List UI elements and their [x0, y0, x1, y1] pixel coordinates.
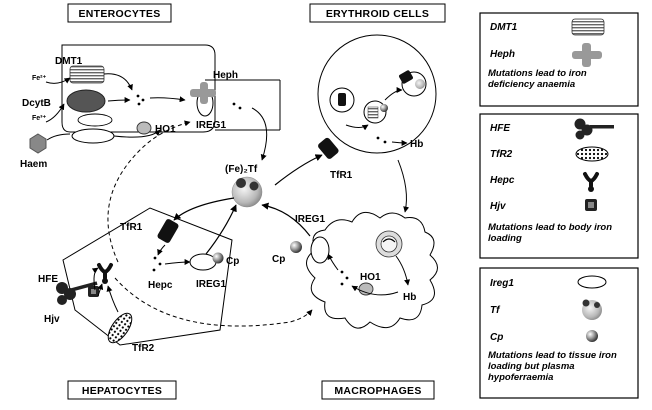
enterocyte-cell: [61, 44, 281, 133]
fe2-label: Fe²⁺: [32, 75, 47, 82]
hepcidin-molecule: [97, 263, 113, 284]
ho1-enterocyte-label: HO1: [155, 124, 176, 135]
ireg1-enterocyte-label: IREG1: [196, 120, 226, 131]
legend-note-2: Mutations lead to body iron loading: [488, 222, 613, 244]
dcytb-protein: [66, 89, 106, 113]
macrophages-title-box: MACROPHAGES: [321, 380, 435, 400]
tfr1-hepatocyte-label: TfR1: [120, 222, 143, 233]
legend-tf-symbol: [582, 299, 602, 320]
hepatocytes-title: HEPATOCYTES: [82, 385, 162, 397]
hepc-label: Hepc: [148, 280, 173, 291]
ireg1-hepatocyte-label: IREG1: [196, 279, 226, 290]
legend-item-tf: Tf: [490, 305, 501, 316]
hjv-label: Hjv: [44, 314, 60, 325]
enterocytes-title: ENTEROCYTES: [78, 8, 160, 20]
hjv-protein: [88, 286, 99, 297]
dmt1-label: DMT1: [55, 56, 83, 67]
legend-cp-symbol: [586, 330, 598, 342]
tfr1-erythroid: [318, 137, 339, 159]
erythroid-title: ERYTHROID CELLS: [326, 8, 429, 20]
erythroid-title-box: ERYTHROID CELLS: [309, 3, 446, 23]
legend-hfe-symbol: [574, 118, 614, 140]
legend-dmt1-symbol: [571, 18, 605, 36]
cp-macrophage-label: Cp: [272, 254, 285, 265]
hfe-label: HFE: [38, 274, 58, 285]
fe2tf-label: (Fe)₂Tf: [225, 164, 258, 175]
heph-label: Heph: [213, 70, 238, 81]
legend-item-hfe: HFE: [490, 123, 510, 134]
tfr2-label: TfR2: [132, 343, 155, 354]
heph-protein: [190, 82, 216, 104]
ireg1-macrophage-label: IREG1: [295, 214, 325, 225]
legend-item-tfr2: TfR2: [490, 149, 513, 160]
legend-ireg1-symbol: [577, 275, 607, 289]
ho1-macrophage: [358, 282, 374, 296]
legend-tfr2-symbol: [575, 146, 609, 162]
macrophage-cell: [306, 211, 438, 329]
enterocytes-title-box: ENTEROCYTES: [67, 3, 172, 23]
haem-label: Haem: [20, 159, 47, 170]
macrophages-title: MACROPHAGES: [334, 385, 421, 397]
tfr1-hepatocyte: [157, 219, 179, 243]
legend-box-3: Ireg1 Tf Cp Mutations lead to tissue iro…: [479, 267, 639, 399]
legend-item-hjv: Hjv: [490, 201, 507, 212]
legend-hepc-symbol: [583, 172, 599, 192]
legend-box-2: HFE TfR2 Hepc Hjv Mutations lead to body…: [479, 113, 639, 259]
hb-erythroid-label: Hb: [410, 139, 423, 150]
hb-macrophage-label: Hb: [403, 292, 416, 303]
hepatocytes-title-box: HEPATOCYTES: [67, 380, 177, 400]
macrophage-endosome: [375, 230, 403, 258]
dcytb-label: DcytB: [22, 98, 51, 109]
ho1-macrophage-label: HO1: [360, 272, 381, 283]
legend-item-dmt1: DMT1: [490, 22, 518, 33]
legend-note-3: Mutations lead to tissue iron loading bu…: [488, 350, 617, 383]
legend-item-ireg1: Ireg1: [490, 278, 514, 289]
hfe-protein: [56, 281, 98, 305]
legend-item-hepc: Hepc: [490, 175, 515, 186]
legend-item-heph: Heph: [490, 49, 515, 60]
diferric-transferrin: [231, 176, 263, 208]
fe3-label: Fe³⁺: [32, 115, 47, 122]
legend-item-cp: Cp: [490, 332, 503, 343]
legend-note-1: Mutations lead to iron deficiency anaemi…: [488, 68, 587, 90]
cp-macrophage: [290, 241, 302, 253]
dmt1-transporter: [69, 65, 105, 84]
ho1-enterocyte: [136, 121, 152, 135]
tfr1-erythroid-label: TfR1: [330, 170, 353, 181]
hepatocyte-cell: [62, 207, 233, 346]
cp-hepatocyte-label: Cp: [226, 256, 239, 267]
erythroid-cell: [317, 34, 437, 154]
legend-heph-symbol: [572, 43, 602, 67]
ireg1-hepatocyte: [189, 253, 217, 271]
legend-hjv-symbol: [585, 199, 597, 211]
legend-box-1: DMT1 Heph Mutations lead to iron deficie…: [479, 12, 639, 107]
tfr2-protein: [107, 312, 133, 344]
haem-molecule: [29, 133, 47, 154]
ireg1-macrophage: [310, 236, 330, 264]
cp-hepatocyte: [212, 252, 224, 264]
